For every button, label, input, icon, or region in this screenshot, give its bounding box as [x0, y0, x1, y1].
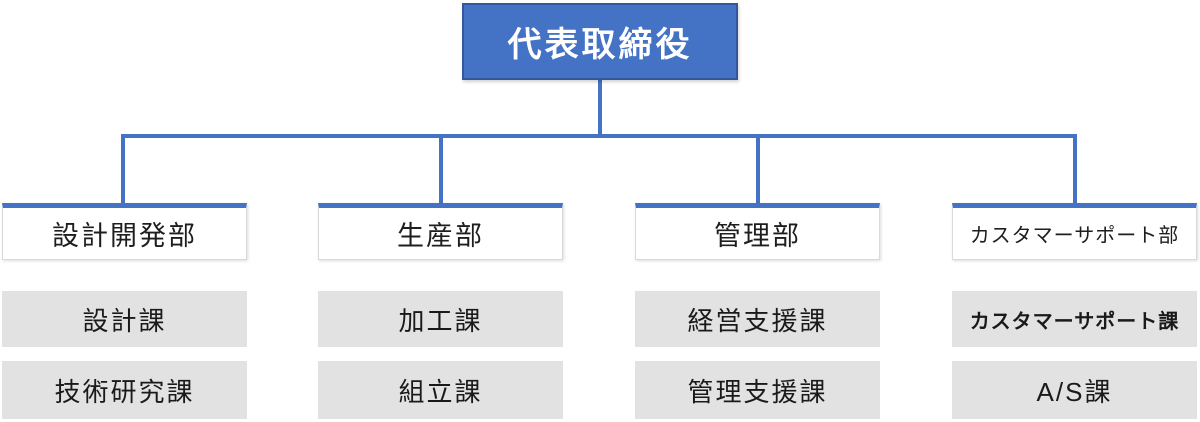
section-label: A/S課 [1036, 376, 1113, 407]
section-box-machining: 加工課 [318, 291, 563, 347]
section-label: カスタマーサポート課 [969, 310, 1180, 333]
section-box-assembly: 組立課 [318, 361, 563, 419]
connector-drop-design-dev [121, 134, 125, 203]
section-box-design: 設計課 [2, 291, 247, 347]
section-label: 管理支援課 [687, 376, 828, 407]
dept-box-customer-support: カスタマーサポート部 [952, 203, 1197, 260]
ceo-box: 代表取締役 [462, 3, 738, 80]
section-box-management-support: 経営支援課 [635, 291, 880, 347]
dept-box-admin: 管理部 [635, 203, 880, 260]
connector-drop-admin [756, 134, 760, 203]
section-label: 技術研究課 [54, 376, 195, 407]
section-box-customer-support: カスタマーサポート課 [952, 291, 1197, 347]
connector-horizontal-bar [121, 134, 1077, 138]
dept-label: カスタマーサポート部 [969, 225, 1180, 247]
section-label: 加工課 [398, 305, 483, 336]
connector-drop-production [439, 134, 443, 203]
section-box-as: A/S課 [952, 361, 1197, 419]
dept-box-design-dev: 設計開発部 [2, 203, 247, 260]
dept-box-production: 生産部 [318, 203, 563, 260]
connector-root-stem [598, 80, 602, 136]
section-box-tech-research: 技術研究課 [2, 361, 247, 419]
dept-label: 設計開発部 [52, 221, 197, 251]
section-label: 組立課 [398, 376, 483, 407]
connector-drop-customer-support [1073, 134, 1077, 203]
dept-label: 管理部 [714, 221, 801, 251]
dept-label: 生産部 [397, 221, 484, 251]
section-box-admin-support: 管理支援課 [635, 361, 880, 419]
section-label: 経営支援課 [687, 305, 828, 336]
ceo-label: 代表取締役 [507, 26, 693, 64]
section-label: 設計課 [82, 305, 167, 336]
